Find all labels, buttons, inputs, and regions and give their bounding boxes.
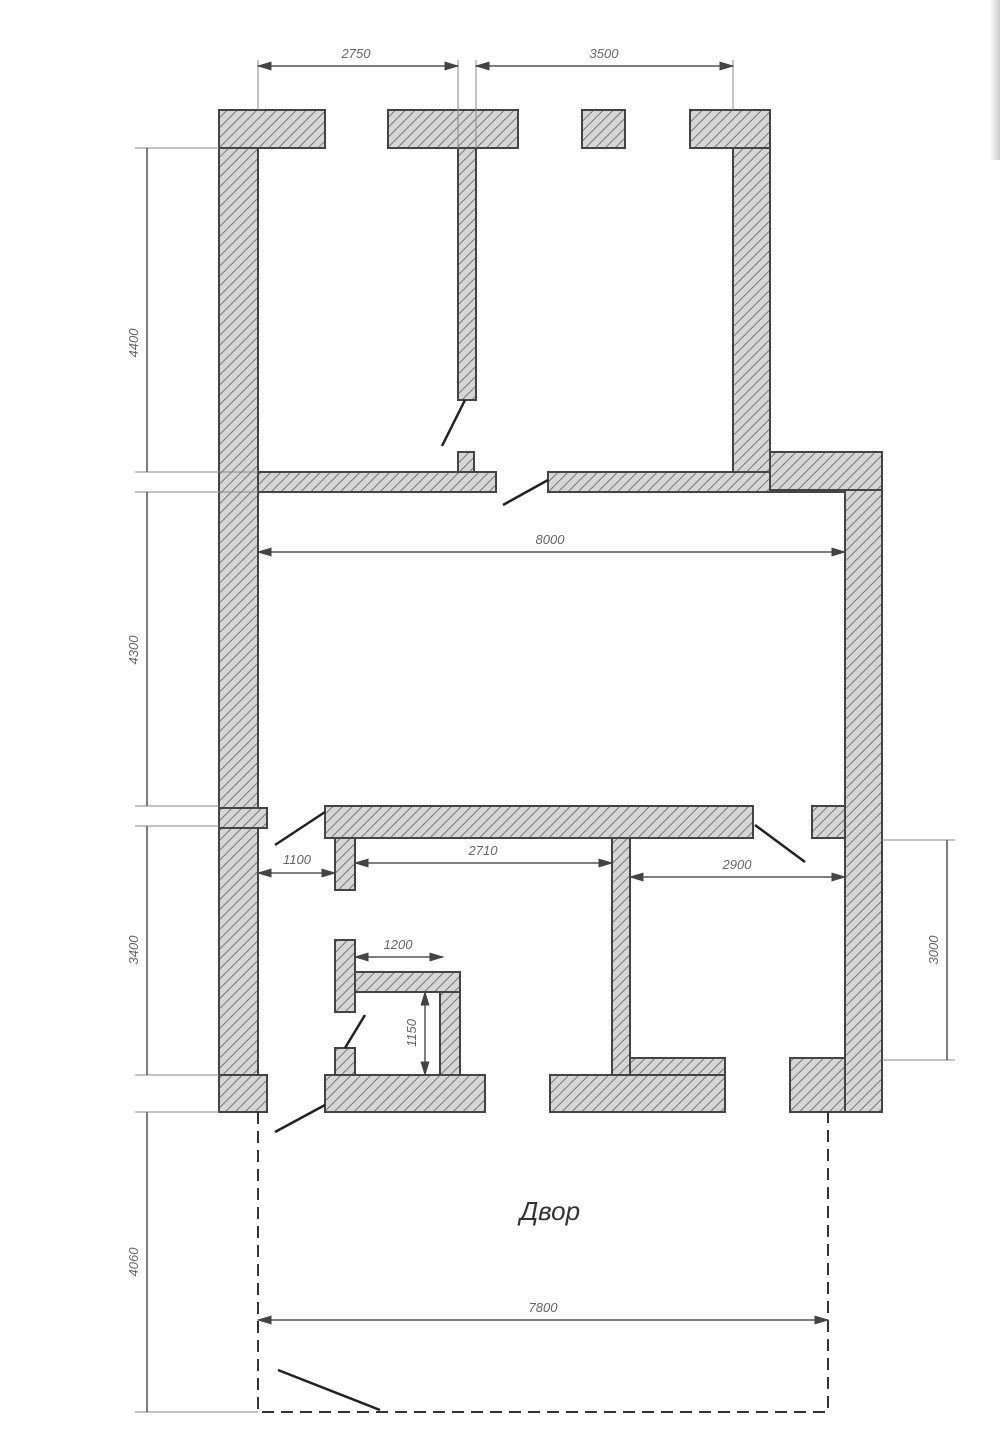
dim-right-room-height: 3000 [926, 935, 941, 965]
dimension-lines [135, 60, 955, 1413]
door-swings [274, 399, 806, 1412]
page-edge-shadow [990, 0, 1000, 160]
dim-corridor-width: 1100 [283, 852, 312, 867]
dim-yard-width: 7800 [529, 1300, 559, 1315]
dim-hall-width: 8000 [536, 532, 566, 547]
dim-closet-height: 1150 [404, 1018, 419, 1047]
dim-middle-room-width: 2710 [468, 843, 499, 858]
walls [218, 109, 883, 1113]
yard-outline [257, 1112, 829, 1413]
dimension-labels: 2750 3500 4400 4300 8000 1100 2710 2900 … [126, 46, 941, 1315]
dim-top-left-width: 2750 [341, 46, 372, 61]
yard-label: Двор [517, 1196, 580, 1226]
dim-hall-height: 4300 [126, 635, 141, 665]
dim-closet-width: 1200 [384, 937, 414, 952]
dim-top-right-width: 3500 [590, 46, 620, 61]
dim-upper-rooms-height: 4400 [126, 328, 141, 358]
dim-lower-rooms-height: 3400 [126, 935, 141, 965]
dim-yard-height: 4060 [126, 1247, 141, 1277]
dim-right-room-width: 2900 [722, 857, 753, 872]
